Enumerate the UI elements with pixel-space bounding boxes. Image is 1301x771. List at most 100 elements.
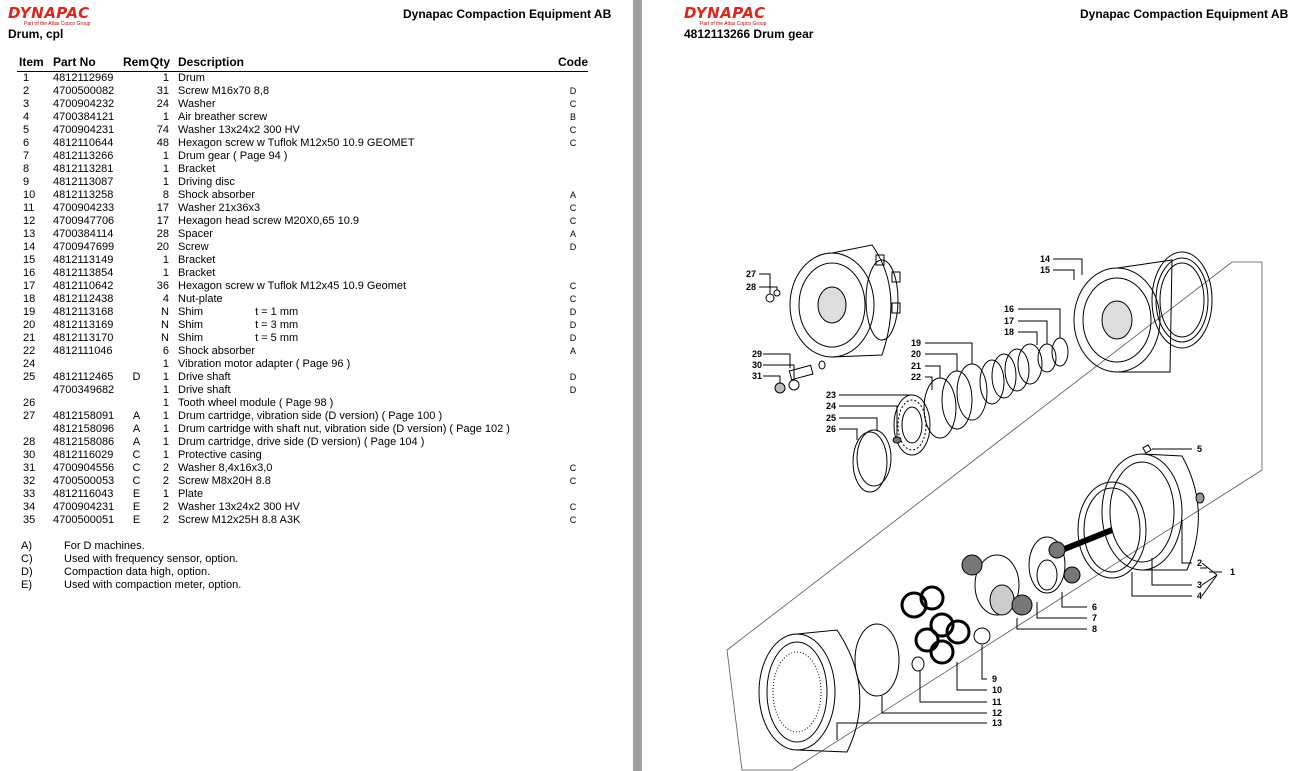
cell-code: D bbox=[558, 319, 588, 332]
cell-rem bbox=[123, 72, 150, 86]
cell-qty: 2 bbox=[150, 514, 178, 527]
exploded-view-drawing: 2728141516171819202122293031232425265213… bbox=[726, 244, 1263, 771]
cell-rem bbox=[123, 163, 150, 176]
cell-description-text: Washer 13x24x2 300 HV bbox=[178, 501, 300, 513]
cell-item-text: 18 bbox=[23, 293, 36, 305]
cell-part-no-text: 4700500053 bbox=[53, 475, 115, 487]
bearing-drawing bbox=[852, 394, 931, 493]
cell-code-text: C bbox=[569, 463, 577, 473]
cell-rem: A bbox=[123, 410, 150, 423]
cell-part-no: 4812111046 bbox=[53, 345, 123, 358]
cell-code: C bbox=[558, 98, 588, 111]
cell-qty-text: 2 bbox=[162, 501, 169, 513]
cell-rem bbox=[123, 176, 150, 189]
cell-rem bbox=[123, 241, 150, 254]
cell-description-text: Screw M12x25H 8.8 A3K bbox=[178, 514, 301, 526]
cell-rem-text: A bbox=[132, 436, 141, 448]
cell-rem bbox=[123, 202, 150, 215]
cell-rem-text: D bbox=[132, 371, 141, 383]
cell-qty: 17 bbox=[150, 215, 178, 228]
cell-rem bbox=[123, 397, 150, 410]
remark-note: D)Compaction data high, option. bbox=[21, 566, 241, 579]
cell-description-text: Hexagon head screw M20X0,65 10.9 bbox=[178, 215, 360, 227]
part-31-drawing bbox=[774, 382, 786, 394]
cell-qty-text: 1 bbox=[162, 488, 169, 500]
cell-code-text: C bbox=[569, 281, 577, 291]
remark-text: Used with compaction meter, option. bbox=[64, 579, 242, 591]
cell-description-text: Shock absorber bbox=[178, 345, 256, 357]
cell-qty: 20 bbox=[150, 241, 178, 254]
cell-item: 20 bbox=[17, 319, 53, 332]
cell-item: 11 bbox=[17, 202, 53, 215]
cell-item: 35 bbox=[17, 514, 53, 527]
cell-item: 6 bbox=[17, 137, 53, 150]
cell-code: C bbox=[558, 501, 588, 514]
cell-part-no-text: 4812158091 bbox=[53, 410, 115, 422]
cell-rem: E bbox=[123, 488, 150, 501]
cell-qty: 1 bbox=[150, 72, 178, 86]
cell-qty: 74 bbox=[150, 124, 178, 137]
cell-rem: A bbox=[123, 436, 150, 449]
cell-rem: C bbox=[123, 475, 150, 488]
cell-code: C bbox=[558, 514, 588, 527]
cell-description: Nut-plate bbox=[178, 293, 558, 306]
remark-text: Compaction data high, option. bbox=[64, 566, 211, 578]
dynapac-logo-right: DYNAPAC Part of the Atlas Copco Group bbox=[684, 4, 766, 28]
cell-part-no: 4812158091 bbox=[53, 410, 123, 423]
cell-rem bbox=[123, 254, 150, 267]
cell-qty: 28 bbox=[150, 228, 178, 241]
callout-label: 16 bbox=[1004, 304, 1014, 314]
cell-qty-text: 17 bbox=[156, 202, 169, 214]
cell-shim-thickness: t = 3 mm bbox=[255, 319, 299, 331]
cell-part-no: 4812110642 bbox=[53, 280, 123, 293]
callout-label: 30 bbox=[752, 360, 762, 370]
cell-rem bbox=[123, 85, 150, 98]
cell-item: 25 bbox=[17, 371, 53, 384]
cell-part-no-text: 4812113168 bbox=[53, 306, 114, 318]
cell-qty-text: 28 bbox=[156, 228, 169, 240]
cell-part-no: 4700947706 bbox=[53, 215, 123, 228]
cell-item: 5 bbox=[17, 124, 53, 137]
cell-part-no-text: 4812158086 bbox=[53, 436, 115, 448]
cell-code-text: D bbox=[569, 372, 577, 382]
cell-qty: N bbox=[150, 306, 178, 319]
cell-code bbox=[558, 449, 588, 462]
cell-item-text: 32 bbox=[23, 475, 36, 487]
cell-item-text: 15 bbox=[23, 254, 36, 266]
col-header-code: Code bbox=[558, 55, 588, 72]
cell-code-text: C bbox=[569, 476, 577, 486]
cell-item-text: 21 bbox=[23, 332, 36, 344]
cell-item-text: 22 bbox=[23, 345, 36, 357]
cell-description-text: Washer 8,4x16x3,0 bbox=[178, 462, 273, 474]
cell-description: Screw M12x25H 8.8 A3K bbox=[178, 514, 558, 527]
logo-wordmark-right: DYNAPAC bbox=[684, 4, 766, 22]
remark-text: For D machines. bbox=[64, 540, 145, 552]
cell-description: Spacer bbox=[178, 228, 558, 241]
cell-description-text: Screw M8x20H 8.8 bbox=[178, 475, 271, 487]
callout-label: 10 bbox=[992, 685, 1002, 695]
cell-item: 14 bbox=[17, 241, 53, 254]
callout-label: 9 bbox=[992, 674, 997, 684]
cell-part-no: 4812113281 bbox=[53, 163, 123, 176]
cell-part-no: 4812112465 bbox=[53, 371, 123, 384]
cell-qty-text: 1 bbox=[162, 72, 169, 84]
cell-item: 33 bbox=[17, 488, 53, 501]
cell-part-no-text: 4812113169 bbox=[53, 319, 114, 331]
callout-label: 20 bbox=[911, 349, 921, 359]
cell-description: Drum cartridge, drive side (D version) (… bbox=[178, 436, 558, 449]
cell-qty-text: 1 bbox=[162, 449, 169, 461]
cell-item: 27 bbox=[17, 410, 53, 423]
cell-description: Tooth wheel module ( Page 98 ) bbox=[178, 397, 558, 410]
cell-rem-text: C bbox=[132, 449, 141, 461]
cell-rem bbox=[123, 228, 150, 241]
cell-description: Drum cartridge, vibration side (D versio… bbox=[178, 410, 558, 423]
cell-qty-text: 1 bbox=[162, 410, 169, 422]
